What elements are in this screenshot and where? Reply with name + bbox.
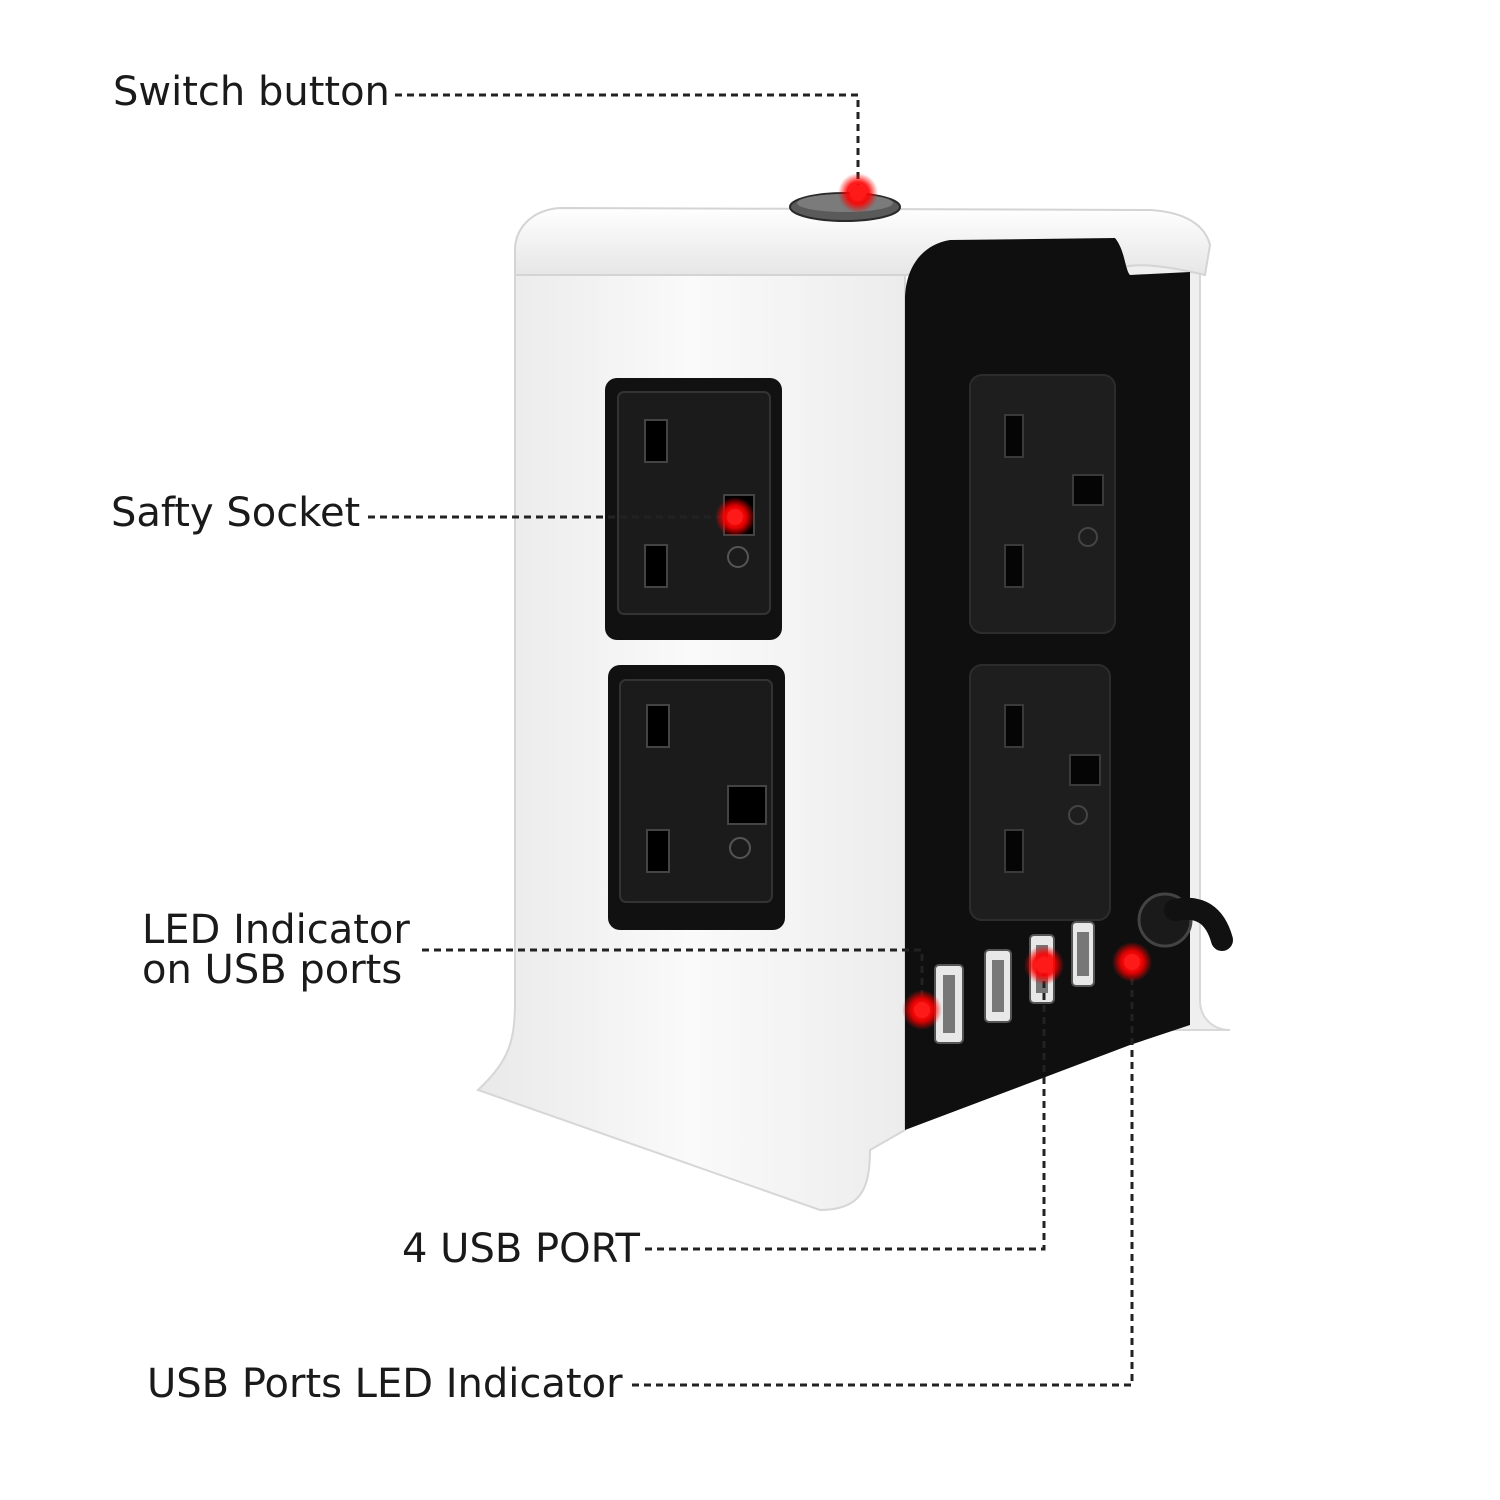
leader-usb-led [632, 965, 1134, 1387]
markers [715, 173, 1152, 1030]
label-safety-socket: Safty Socket [111, 490, 361, 536]
power-tower [476, 192, 1233, 1212]
leader-switch [395, 93, 860, 190]
label-switch-button: Switch button [113, 69, 390, 115]
label-led-indicator-line1: LED Indicator [142, 907, 410, 953]
leader-lines [368, 93, 1134, 1387]
label-usb-port: 4 USB PORT [402, 1226, 640, 1272]
side-socket-top [969, 374, 1116, 634]
label-led-indicator-line2: on USB ports [142, 947, 403, 993]
leader-4usb [645, 968, 1046, 1251]
label-led-indicator: LED Indicator on USB ports [142, 910, 410, 990]
side-socket-bottom [969, 664, 1111, 921]
power-cord [1137, 892, 1233, 951]
label-usb-ports-led: USB Ports LED Indicator [147, 1361, 623, 1407]
front-socket-bottom [608, 665, 785, 930]
front-socket-top [605, 378, 782, 640]
